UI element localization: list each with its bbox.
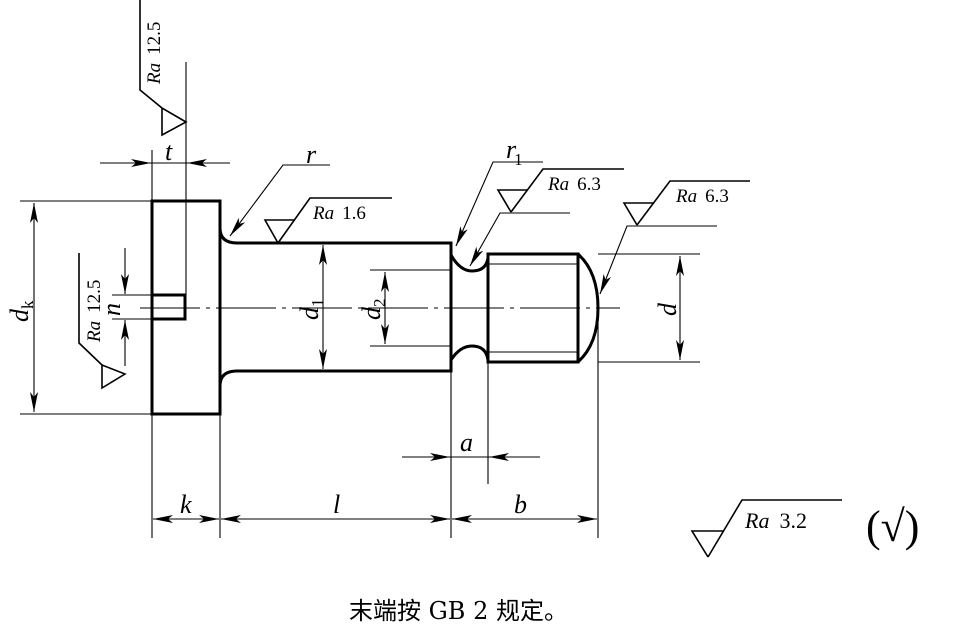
svg-text:Ra6.3: Ra6.3 (547, 174, 601, 195)
leader-r1 (455, 161, 543, 247)
label-r1: r (506, 135, 517, 164)
label-n: n (97, 303, 126, 316)
leader-ra-undercut (469, 212, 570, 267)
label-r: r (306, 140, 317, 169)
label-b: b (514, 490, 527, 519)
svg-text:Ra6.3: Ra6.3 (675, 186, 729, 207)
dimension-labels: dk d1 d2 d n t k l b a r r1 (5, 135, 682, 519)
surface-finish-slot-top: Ra12.5 (139, 0, 188, 137)
surface-finish-slot-side: Ra12.5 (78, 253, 127, 390)
label-d: d (653, 302, 682, 316)
undercut-bottom (449, 344, 490, 361)
leader-r (229, 164, 330, 237)
caption: 末端按 GB 2 规定。 (349, 597, 568, 625)
svg-text:Ra12.5: Ra12.5 (144, 22, 165, 85)
label-d2: d (357, 306, 386, 320)
extension-lines (20, 62, 700, 538)
undercut-top (449, 254, 490, 273)
svg-text:d2: d2 (357, 299, 389, 321)
svg-text:Ra1.6: Ra1.6 (312, 203, 366, 224)
svg-text:dk: dk (5, 300, 37, 322)
svg-text:Ra3.2: Ra3.2 (744, 508, 807, 533)
label-l: l (333, 490, 340, 519)
label-d1: d (295, 306, 324, 320)
label-t: t (165, 137, 173, 166)
svg-text:d1: d1 (295, 299, 327, 321)
general-finish-note: (√) (866, 502, 919, 551)
shank-outline (218, 227, 453, 387)
leader-ra-end (599, 225, 717, 295)
leaders (229, 161, 717, 295)
dimension-lines (30, 159, 684, 523)
slot-outline (152, 293, 187, 321)
label-k: k (180, 490, 192, 519)
svg-text:r1: r1 (506, 135, 523, 169)
label-dk: d (5, 308, 34, 322)
svg-text:Ra12.5: Ra12.5 (84, 280, 105, 343)
label-a: a (460, 428, 473, 457)
